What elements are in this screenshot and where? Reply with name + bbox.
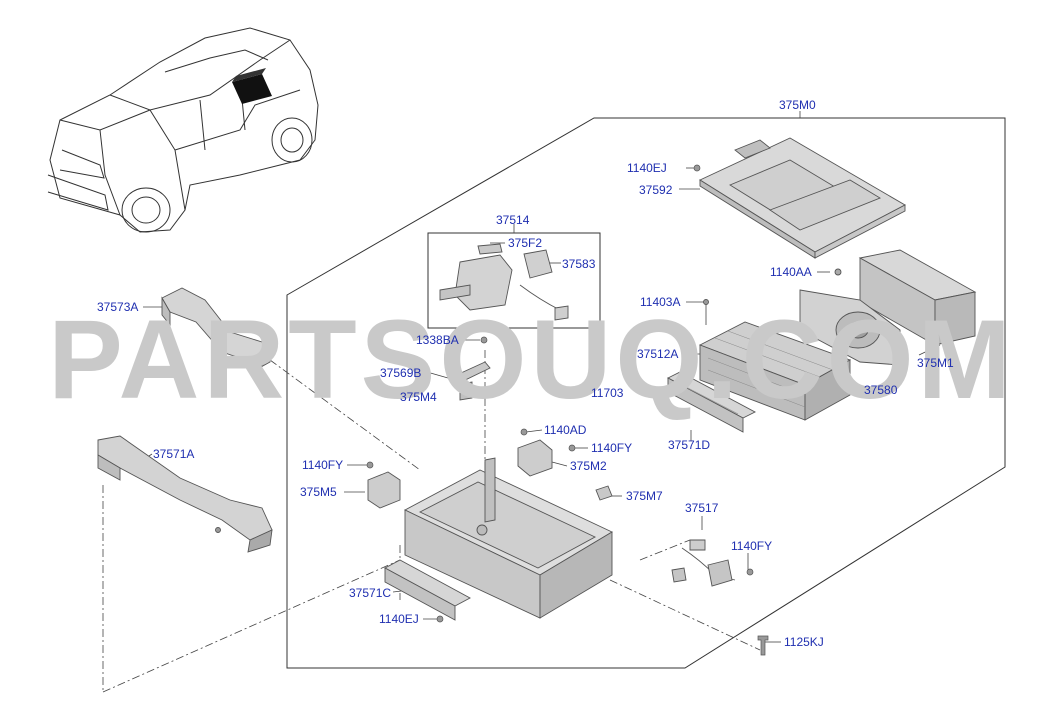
- label-375M5[interactable]: 375M5: [300, 485, 337, 499]
- label-1140AD[interactable]: 1140AD: [544, 423, 587, 437]
- label-375M0[interactable]: 375M0: [779, 98, 816, 112]
- label-375M2[interactable]: 375M2: [570, 459, 607, 473]
- fasteners: [366, 164, 769, 656]
- label-375M1[interactable]: 375M1: [917, 356, 954, 370]
- label-1140FY-left[interactable]: 1140FY: [302, 458, 344, 472]
- part-375M5-relay[interactable]: [367, 471, 401, 509]
- label-1338BA[interactable]: 1338BA: [416, 333, 459, 347]
- part-375M2-relay[interactable]: [517, 439, 553, 477]
- label-11403A[interactable]: 11403A: [640, 295, 681, 309]
- label-37580[interactable]: 37580: [864, 383, 898, 397]
- label-1125KJ[interactable]: 1125KJ: [784, 635, 824, 649]
- guide-lines: [102, 350, 761, 693]
- label-11703[interactable]: 11703: [591, 386, 624, 400]
- label-37514[interactable]: 37514: [496, 213, 530, 227]
- label-37573A[interactable]: 37573A: [97, 300, 139, 314]
- part-37512A-module[interactable]: [698, 299, 852, 421]
- label-375M4[interactable]: 375M4: [400, 390, 437, 404]
- part-37580-fan[interactable]: [799, 289, 901, 366]
- label-37517[interactable]: 37517: [685, 501, 719, 515]
- label-1140FY-mid[interactable]: 1140FY: [591, 441, 633, 455]
- part-37571D-duct[interactable]: [667, 371, 756, 433]
- label-1140AA[interactable]: 1140AA: [770, 265, 812, 279]
- battery-location-highlight: [232, 68, 272, 104]
- part-37517-harness[interactable]: [671, 539, 736, 587]
- part-37592-cover[interactable]: [699, 137, 906, 259]
- label-375F2[interactable]: 375F2: [508, 236, 543, 250]
- assembly-boundary: [286, 117, 1006, 669]
- label-37569B[interactable]: 37569B: [380, 366, 422, 380]
- label-1140EJ-bottom[interactable]: 1140EJ: [379, 612, 419, 626]
- part-37514-components[interactable]: [439, 243, 569, 321]
- label-37583[interactable]: 37583: [562, 257, 596, 271]
- part-375M1-unit[interactable]: [834, 249, 977, 346]
- part-battery-tray[interactable]: [404, 457, 613, 619]
- part-375M7-sensor[interactable]: [595, 485, 613, 501]
- label-37592[interactable]: 37592: [639, 183, 673, 197]
- part-37571A-duct[interactable]: [97, 435, 273, 553]
- part-37573A-duct[interactable]: [161, 287, 271, 373]
- part-37569B-bracket[interactable]: [449, 361, 491, 401]
- label-37571C[interactable]: 37571C: [349, 586, 392, 600]
- part-37571C-duct[interactable]: [384, 559, 471, 621]
- label-375M7[interactable]: 375M7: [626, 489, 663, 503]
- label-1140EJ-top[interactable]: 1140EJ: [627, 161, 667, 175]
- label-1140FY-right[interactable]: 1140FY: [731, 539, 773, 553]
- label-37512A[interactable]: 37512A: [637, 347, 679, 361]
- label-37571A[interactable]: 37571A: [153, 447, 195, 461]
- label-37571D[interactable]: 37571D: [668, 438, 711, 452]
- vehicle-overview: [47, 27, 319, 233]
